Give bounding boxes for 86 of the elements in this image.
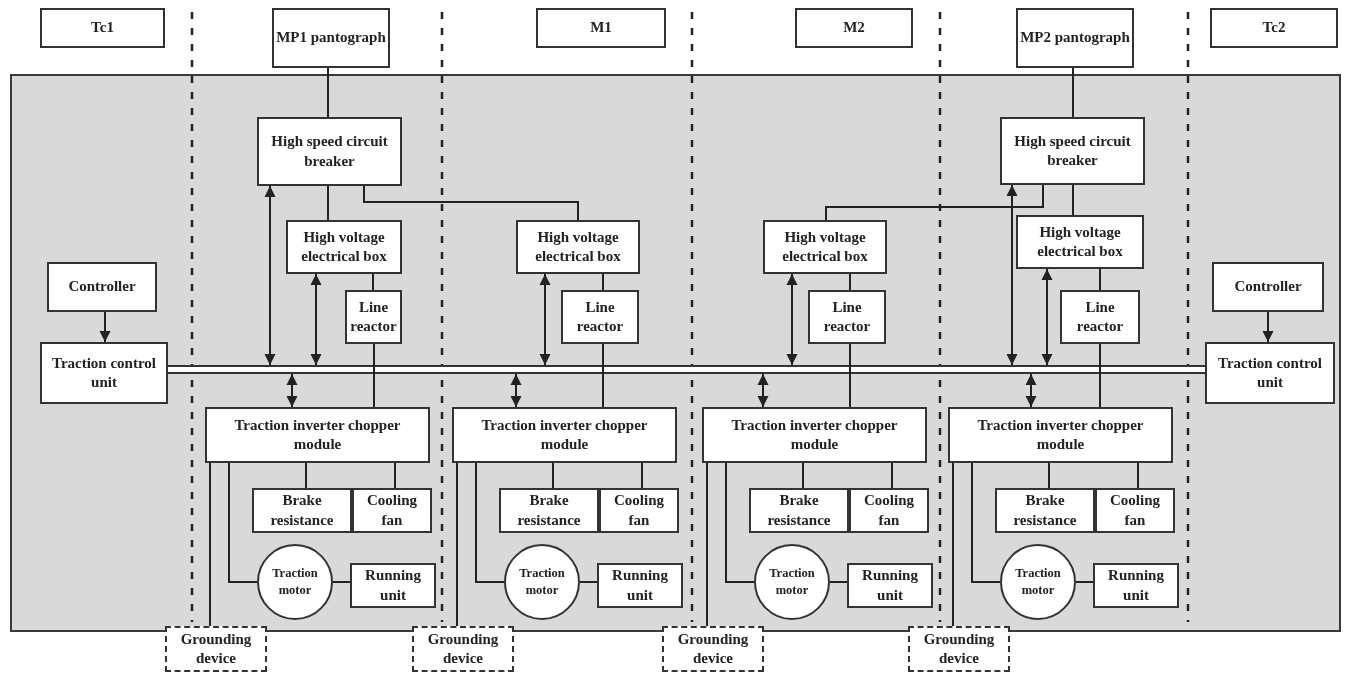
connector-line bbox=[802, 462, 804, 489]
process-box: M2 bbox=[795, 8, 913, 48]
process-box: High speed circuit breaker bbox=[1000, 117, 1145, 185]
process-box: MP1 pantograph bbox=[272, 8, 390, 68]
process-box: Brake resistance bbox=[252, 488, 352, 533]
double-arrow bbox=[1041, 268, 1053, 366]
connector-line bbox=[706, 462, 708, 627]
connector-line bbox=[1099, 343, 1101, 408]
process-box: Cooling fan bbox=[1095, 488, 1175, 533]
double-arrow bbox=[310, 273, 322, 366]
process-box: Traction inverter chopper module bbox=[948, 407, 1173, 463]
process-box: Cooling fan bbox=[599, 488, 679, 533]
process-box: Line reactor bbox=[1060, 290, 1140, 344]
process-box: High voltage electrical box bbox=[286, 220, 402, 274]
process-box: Line reactor bbox=[345, 290, 402, 344]
double-arrow bbox=[510, 373, 522, 408]
connector-line bbox=[327, 67, 329, 118]
grounding-box: Grounding device bbox=[165, 626, 267, 672]
connector-line bbox=[332, 581, 351, 583]
process-box: Brake resistance bbox=[995, 488, 1095, 533]
process-box: Controller bbox=[47, 262, 157, 312]
process-box: High voltage electrical box bbox=[763, 220, 887, 274]
process-box: Controller bbox=[1212, 262, 1324, 312]
double-arrow bbox=[786, 273, 798, 366]
process-box: MP2 pantograph bbox=[1016, 8, 1134, 68]
connector-line bbox=[1072, 184, 1074, 216]
process-box: Line reactor bbox=[808, 290, 886, 344]
connector-line bbox=[1137, 462, 1139, 489]
connector-line bbox=[1099, 268, 1101, 291]
connector-line bbox=[825, 184, 1044, 221]
process-box: Cooling fan bbox=[352, 488, 432, 533]
process-box: Traction inverter chopper module bbox=[452, 407, 677, 463]
connector-line bbox=[952, 462, 954, 627]
process-box: Running unit bbox=[847, 563, 933, 608]
connector-line bbox=[641, 462, 643, 489]
double-arrow bbox=[1025, 373, 1037, 408]
connector-line bbox=[305, 462, 307, 489]
connector-line bbox=[602, 273, 604, 291]
connector-line bbox=[475, 462, 505, 583]
connector-line bbox=[228, 462, 258, 583]
connector-line bbox=[552, 462, 554, 489]
process-box: High voltage electrical box bbox=[516, 220, 640, 274]
double-arrow bbox=[539, 273, 551, 366]
connector-line bbox=[725, 462, 755, 583]
connector-line bbox=[1075, 581, 1094, 583]
connector-line bbox=[891, 462, 893, 489]
connector-line bbox=[394, 462, 396, 489]
process-box: Running unit bbox=[597, 563, 683, 608]
grounding-box: Grounding device bbox=[908, 626, 1010, 672]
process-box: M1 bbox=[536, 8, 666, 48]
process-box: Cooling fan bbox=[849, 488, 929, 533]
connector-line bbox=[849, 343, 851, 408]
process-box: Traction control unit bbox=[40, 342, 168, 404]
process-box: Tc1 bbox=[40, 8, 165, 48]
process-box: Traction control unit bbox=[1205, 342, 1335, 404]
process-box: Line reactor bbox=[561, 290, 639, 344]
process-box: Running unit bbox=[350, 563, 436, 608]
arrow bbox=[1262, 311, 1274, 343]
process-box: Traction inverter chopper module bbox=[205, 407, 430, 463]
arrow bbox=[99, 311, 111, 343]
double-arrow bbox=[1006, 184, 1018, 366]
connector-line bbox=[579, 581, 598, 583]
process-box: Running unit bbox=[1093, 563, 1179, 608]
process-box: Brake resistance bbox=[749, 488, 849, 533]
double-arrow bbox=[286, 373, 298, 408]
double-arrow bbox=[264, 185, 276, 366]
connector-line bbox=[829, 581, 848, 583]
connector-line bbox=[373, 343, 375, 408]
process-box: Traction inverter chopper module bbox=[702, 407, 927, 463]
process-box: Tc2 bbox=[1210, 8, 1338, 48]
connector-line bbox=[372, 273, 374, 291]
connector-line bbox=[602, 343, 604, 408]
double-arrow bbox=[757, 373, 769, 408]
grounding-box: Grounding device bbox=[662, 626, 764, 672]
process-box: High speed circuit breaker bbox=[257, 117, 402, 186]
connector-line bbox=[1072, 67, 1074, 118]
connector-line bbox=[456, 462, 458, 627]
connector-line bbox=[849, 273, 851, 291]
process-box: High voltage electrical box bbox=[1016, 215, 1144, 269]
connector-line bbox=[363, 185, 579, 221]
process-box: Brake resistance bbox=[499, 488, 599, 533]
connector-line bbox=[1048, 462, 1050, 489]
connector-line bbox=[327, 185, 329, 221]
grounding-box: Grounding device bbox=[412, 626, 514, 672]
connector-line bbox=[971, 462, 1001, 583]
connector-line bbox=[209, 462, 211, 627]
